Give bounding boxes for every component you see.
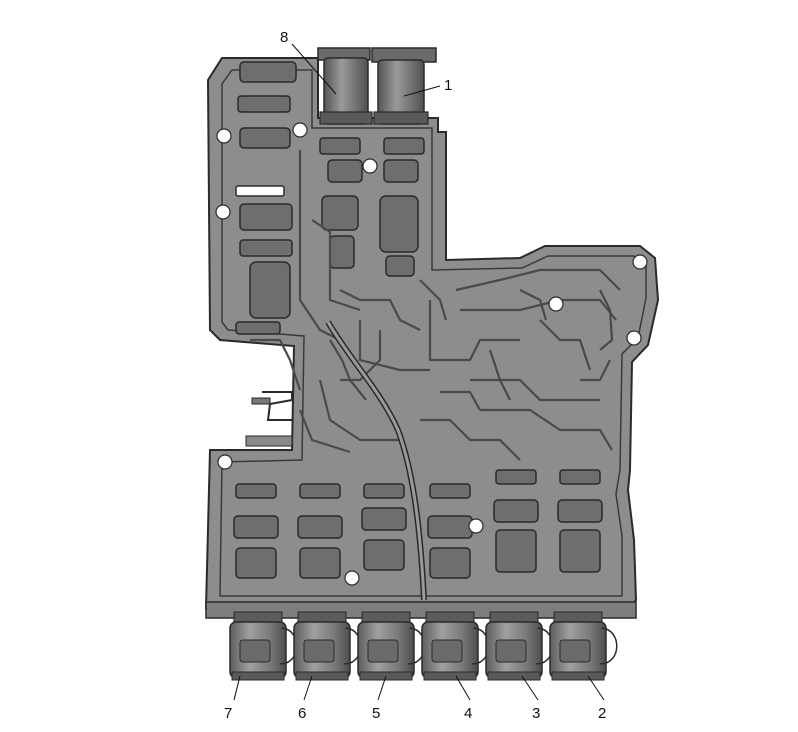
solenoid-icon xyxy=(293,611,362,681)
callout-2: 2 xyxy=(598,705,606,722)
solenoid-icon xyxy=(357,611,426,681)
upper-left-bores xyxy=(235,61,297,335)
solenoid-icon xyxy=(229,611,298,681)
callout-3: 3 xyxy=(532,705,540,722)
callout-5: 5 xyxy=(372,705,380,722)
bolt-hole-icon xyxy=(344,570,360,586)
solenoid-icon xyxy=(421,611,490,681)
leader-6 xyxy=(303,675,313,701)
solenoid-icon xyxy=(485,611,554,681)
left-bracket xyxy=(245,391,293,447)
leader-3 xyxy=(521,675,539,701)
bolt-hole-icon xyxy=(217,454,233,470)
solenoid-icon xyxy=(549,611,618,681)
upper-center-bores xyxy=(319,137,425,277)
callout-1: 1 xyxy=(444,77,452,94)
valve-body-plate xyxy=(204,57,660,609)
bolt-hole-icon xyxy=(216,128,232,144)
top-solenoid-1 xyxy=(371,47,437,125)
bolt-hole-icon xyxy=(468,518,484,534)
bolt-hole-icon xyxy=(632,254,648,270)
bolt-hole-icon xyxy=(292,122,308,138)
bolt-hole-icon xyxy=(215,204,231,220)
callout-8: 8 xyxy=(280,29,288,46)
leader-8 xyxy=(291,43,337,95)
callout-4: 4 xyxy=(464,705,472,722)
bottom-solenoids xyxy=(229,611,618,681)
leader-7 xyxy=(233,675,241,701)
bolt-hole-icon xyxy=(626,330,642,346)
callout-6: 6 xyxy=(298,705,306,722)
bolt-holes xyxy=(215,122,648,586)
callout-leaders xyxy=(233,43,605,701)
valve-body-inner-frame xyxy=(219,69,647,597)
bolt-hole-icon xyxy=(362,158,378,174)
leader-2 xyxy=(587,675,605,701)
leader-4 xyxy=(455,675,471,701)
leader-1 xyxy=(403,85,441,97)
bolt-hole-icon xyxy=(548,296,564,312)
hydraulic-channels xyxy=(250,150,621,461)
top-solenoid-8 xyxy=(317,47,373,125)
lower-bores xyxy=(233,469,603,579)
leader-5 xyxy=(377,675,387,701)
callout-7: 7 xyxy=(224,705,232,722)
